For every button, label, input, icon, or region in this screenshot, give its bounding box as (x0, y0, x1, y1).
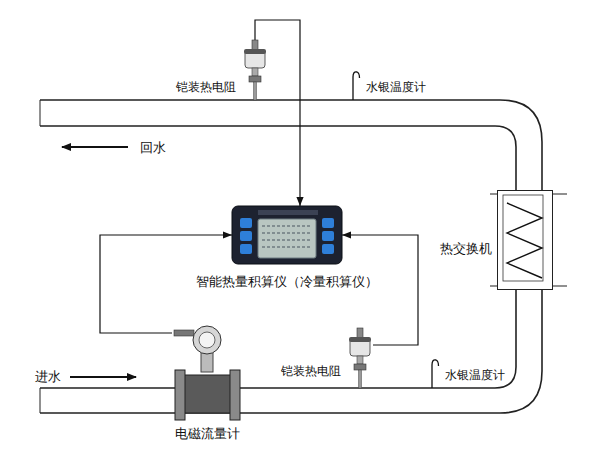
flow-label: 进水 (35, 369, 61, 384)
meter-neck (201, 352, 213, 372)
heat-calculator: 智能热量积算仪（冷量积算仪） (232, 206, 342, 264)
transmitter-head (193, 326, 221, 354)
part-label: 电磁流量计 (175, 426, 240, 441)
part-label: 水银温度计 (445, 368, 505, 383)
device-button (240, 244, 252, 254)
signal-wire (342, 235, 418, 345)
part-label: 热交换机 (440, 241, 492, 256)
screen-line (262, 239, 312, 240)
device-button (240, 231, 252, 241)
sensor-stem (254, 82, 257, 100)
meter-body (184, 375, 231, 413)
device-button (240, 218, 252, 228)
exchanger-coil (507, 203, 542, 278)
flow-meter: 电磁流量计 (172, 325, 243, 422)
cable-gland (252, 40, 258, 50)
pipe-end (40, 388, 41, 413)
part-label: 水银温度计 (366, 80, 426, 95)
mercury-thermometer-symbol (429, 358, 439, 388)
device-button (322, 231, 334, 241)
screen-line (262, 225, 312, 226)
junction-head (245, 50, 265, 68)
part-label: 铠装热电阻 (176, 80, 236, 95)
hex-nut (249, 76, 261, 82)
flow-arrow (62, 146, 128, 148)
flange (175, 370, 185, 420)
pipe-outer-wall (40, 100, 542, 413)
rtd-sensor: 铠装热电阻 (347, 328, 373, 388)
heat-exchanger: 热交换机 (497, 190, 553, 290)
sensor-stem (359, 370, 362, 388)
device-button (322, 218, 334, 228)
rtd-sensor: 铠装热电阻 (242, 40, 268, 100)
head-cap (244, 49, 266, 54)
mercury-thermometer: 水银温度计 (429, 358, 439, 388)
hex-nut (354, 364, 366, 370)
heat-exchanger-symbol (498, 191, 552, 289)
screen-line (262, 232, 312, 233)
heat-calculator-symbol (232, 206, 342, 264)
flow-arrow (70, 376, 136, 378)
mercury-thermometer: 水银温度计 (350, 70, 360, 100)
thermometer-symbol (432, 360, 439, 388)
neck (357, 356, 363, 364)
flow-meter-symbol (172, 325, 243, 422)
device-button (322, 244, 334, 254)
junction-head (350, 338, 370, 356)
signal-wire (255, 20, 300, 206)
cable-stub (174, 330, 194, 336)
pipe-inner-wall (40, 126, 516, 388)
rtd-sensor-symbol (242, 40, 268, 100)
transmitter-face (199, 332, 215, 348)
screen-line (262, 246, 312, 247)
part-label: 智能热量积算仪（冷量积算仪） (196, 274, 378, 289)
head-cap (349, 337, 371, 342)
device-housing (232, 206, 342, 264)
flow-label: 回水 (140, 140, 166, 155)
mercury-thermometer-symbol (350, 70, 360, 100)
neck (252, 68, 258, 76)
part-label: 铠装热电阻 (281, 364, 341, 379)
flange (230, 370, 240, 420)
pipe-end (40, 100, 41, 126)
cable-gland (357, 328, 363, 338)
device-strip (258, 210, 318, 215)
device-screen (258, 219, 316, 258)
thermometer-symbol (353, 72, 360, 100)
exchanger-inner (503, 195, 543, 281)
rtd-sensor-symbol (347, 328, 373, 388)
